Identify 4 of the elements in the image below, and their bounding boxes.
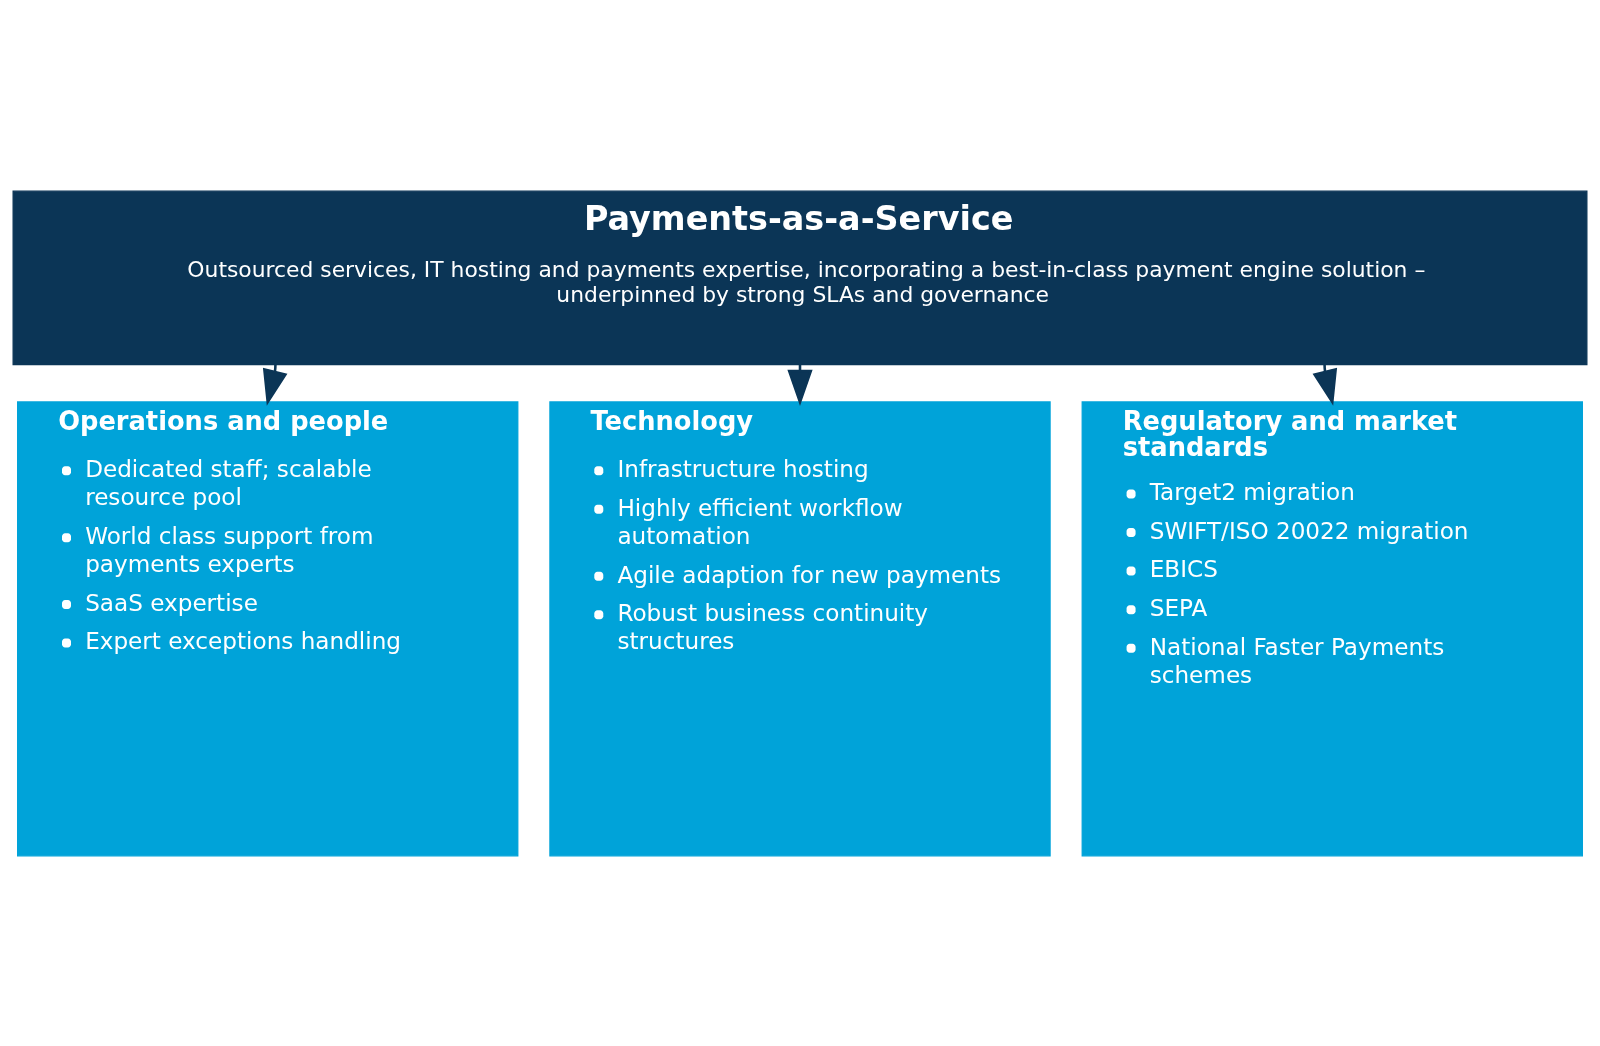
node-box: Technology Infrastructure hosting Highly efficient workflow automation Agile adaption for new payments Robust business continuity structures (549, 400, 1051, 856)
node-box: Operations and people Dedicated staff; scalable resource pool World class support from payments experts SaaS expertise Expert exceptions handling (17, 400, 519, 856)
node-box: Payments-as-a-Service Outsourced services, IT hosting and payments expertise, incorporating a best-in-class payment engine solution – underpinned by strong SLAs and governance (12, 190, 1588, 365)
node-box: Regulatory and market standards Target2 migration SWIFT/ISO 20022 migration EBICS SEPA National Faster Payments schemes (1081, 400, 1583, 856)
